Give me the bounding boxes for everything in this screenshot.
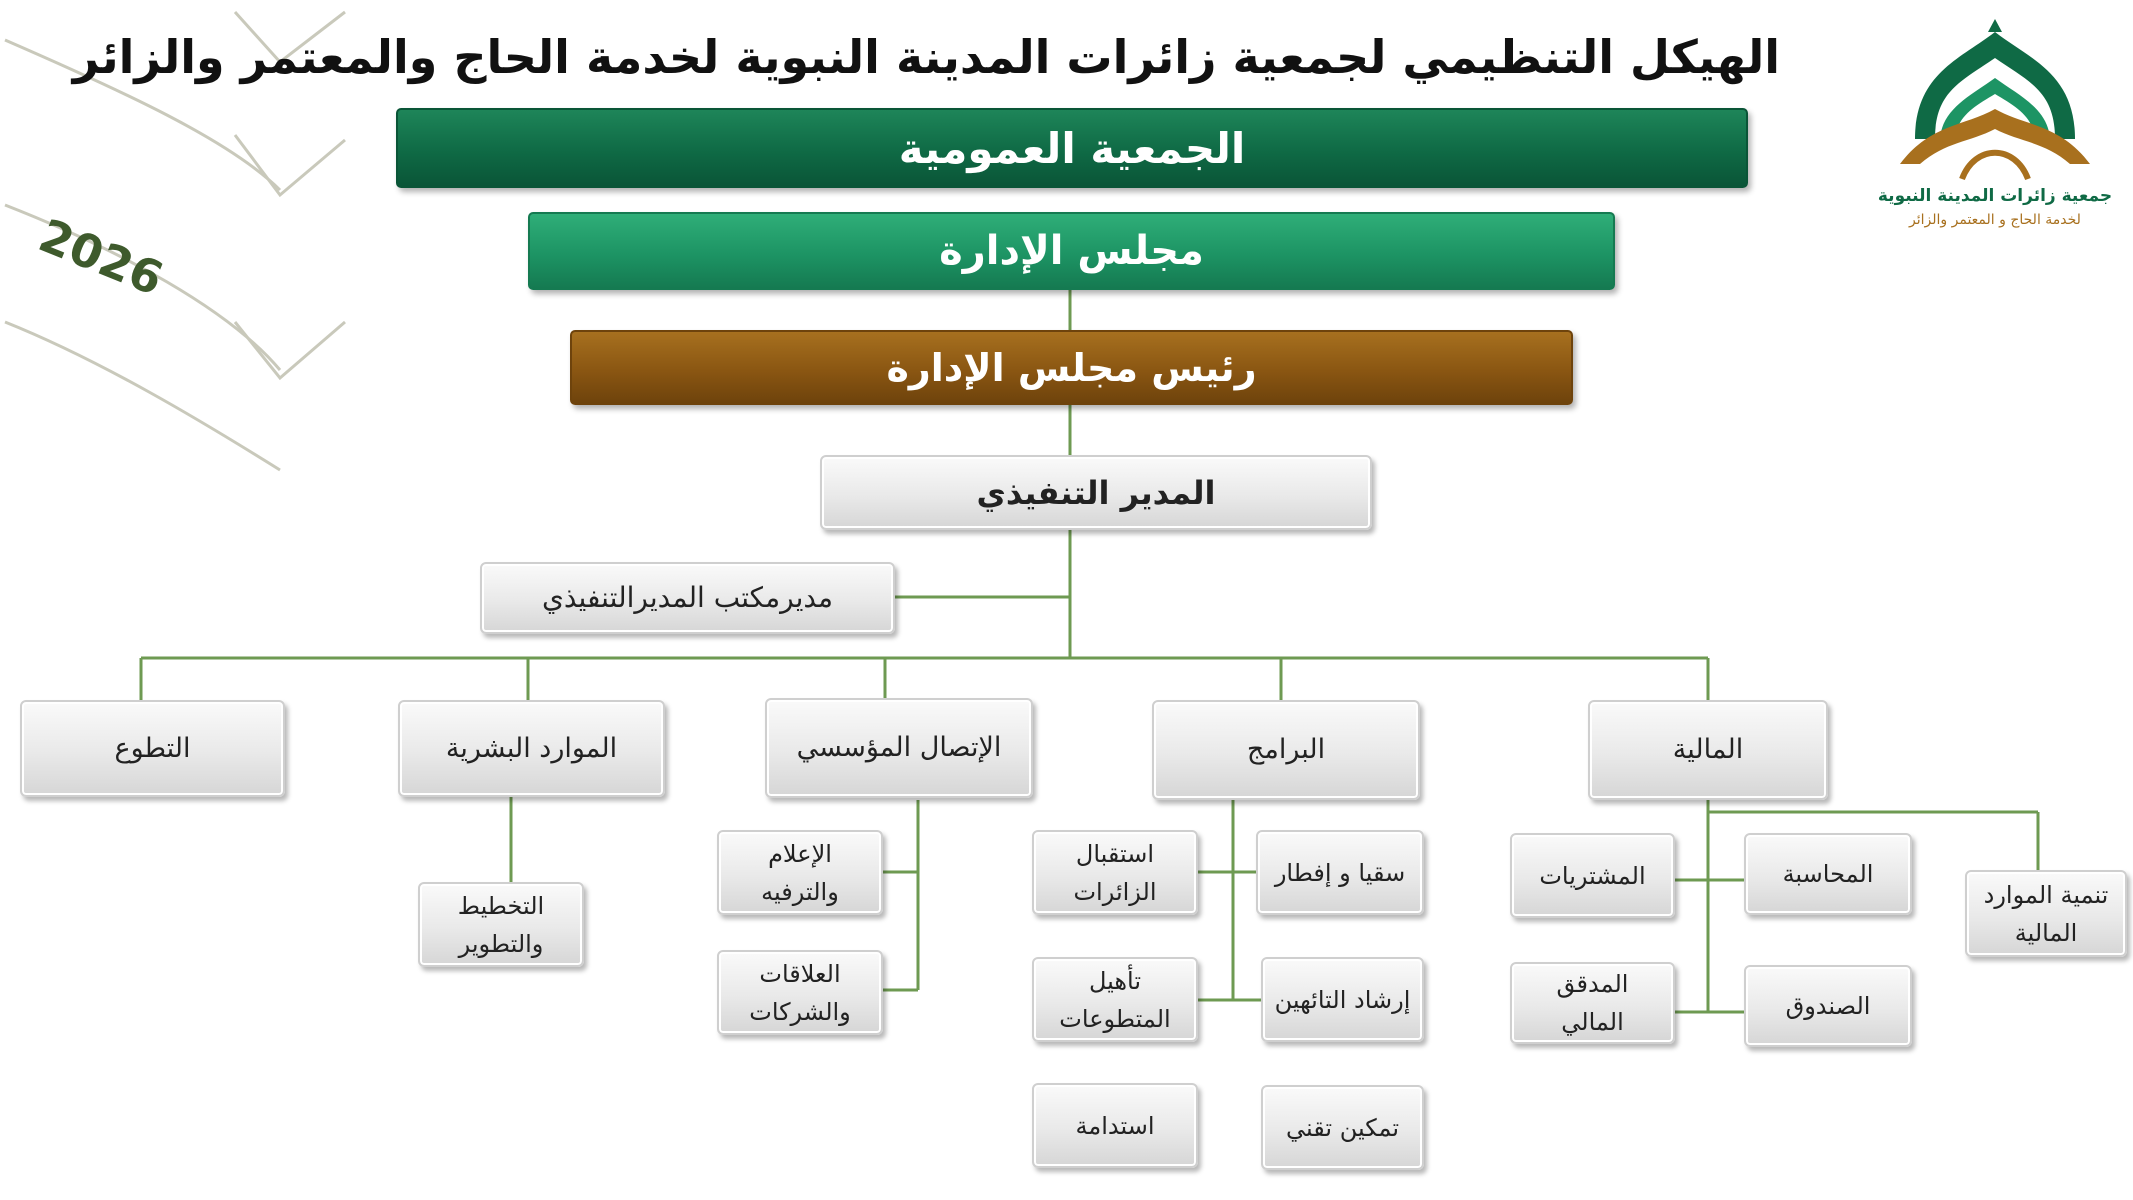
- department-programs[interactable]: البرامج: [1152, 700, 1420, 800]
- unit-guiding-the-lost[interactable]: إرشاد التائهين: [1261, 957, 1424, 1042]
- decorative-chevrons: [4, 10, 346, 472]
- logo-name: جمعية زائرات المدينة النبوية: [1877, 186, 2113, 206]
- department-volunteering[interactable]: التطوع: [20, 700, 285, 797]
- organization-logo: جمعية زائرات المدينة النبوية لخدمة الحاج…: [1870, 14, 2120, 244]
- unit-planning-and-development[interactable]: التخطيط والتطوير: [418, 882, 584, 967]
- unit-tech-enablement[interactable]: تمكين تقني: [1261, 1085, 1424, 1170]
- board-chairman-box[interactable]: رئيس مجلس الإدارة: [570, 330, 1573, 405]
- unit-procurement[interactable]: المشتريات: [1510, 833, 1675, 918]
- department-human-resources[interactable]: الموارد البشرية: [398, 700, 665, 797]
- unit-accounting[interactable]: المحاسبة: [1744, 833, 1912, 915]
- unit-volunteer-training[interactable]: تأهيل المتطوعات: [1032, 957, 1198, 1042]
- unit-financial-auditor[interactable]: المدقق المالي: [1510, 962, 1675, 1044]
- executive-director-box[interactable]: المدير التنفيذي: [820, 455, 1372, 530]
- unit-sustainability[interactable]: استدامة: [1032, 1083, 1198, 1168]
- unit-relations-and-partnerships[interactable]: العلاقات والشركات: [717, 950, 883, 1035]
- unit-visitor-reception[interactable]: استقبال الزائرات: [1032, 830, 1198, 915]
- department-corporate-communication[interactable]: الإتصال المؤسسي: [765, 698, 1033, 798]
- org-connectors: [139, 290, 2040, 1014]
- page-title: الهيكل التنظيمي لجمعية زائرات المدينة ال…: [72, 30, 1780, 84]
- general-assembly-box[interactable]: الجمعية العمومية: [396, 108, 1748, 188]
- mosque-dome-icon: [1900, 19, 2090, 181]
- unit-media-and-entertainment[interactable]: الإعلام والترفيه: [717, 830, 883, 915]
- unit-water-and-iftar[interactable]: سقيا و إفطار: [1256, 830, 1424, 915]
- unit-financial-resources-development[interactable]: تنمية الموارد المالية: [1965, 870, 2127, 957]
- logo-tagline: لخدمة الحاج و المعتمر والزائر: [1909, 212, 2081, 228]
- department-finance[interactable]: المالية: [1588, 700, 1828, 800]
- board-of-directors-box[interactable]: مجلس الإدارة: [528, 212, 1615, 290]
- unit-treasury[interactable]: الصندوق: [1744, 965, 1912, 1047]
- office-manager-box[interactable]: مديرمكتب المديرالتنفيذي: [480, 562, 895, 634]
